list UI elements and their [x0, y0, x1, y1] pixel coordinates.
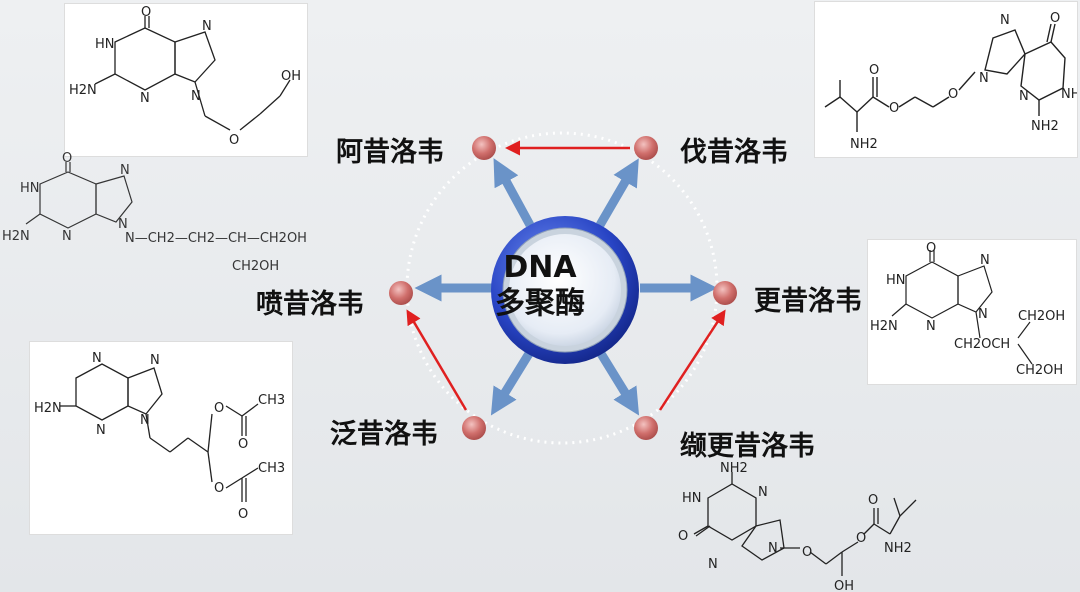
valgan-atom-HN: HN: [682, 491, 702, 506]
fam-atom-N9: N: [140, 413, 150, 428]
val-atom-O-carbonyl: O: [1050, 11, 1060, 26]
gan-atom-N7: N: [980, 253, 990, 268]
gan-atom-CH2OH-top: CH2OH: [1018, 309, 1065, 324]
val-atom-NH2-amine: NH2: [850, 137, 878, 152]
blue-arrow-acyclovir: [493, 158, 534, 228]
famciclovir-structure: N N H2N N N O CH3 O O CH3 O: [34, 351, 285, 522]
fam-atom-CH3-upper: CH3: [258, 393, 285, 408]
blue-arrow-famciclovir: [490, 349, 534, 416]
hub-inner-disc: [509, 234, 621, 346]
pen-atom-N7: N: [120, 163, 130, 178]
acy-atom-H2N: H2N: [69, 83, 97, 98]
label-famciclovir: 泛昔洛韦: [330, 419, 438, 450]
valgan-atom-N3: N: [758, 485, 768, 500]
penciclovir-structure: O HN N N N H2N N—CH2—CH2—CH—CH2OH CH2OH: [2, 151, 307, 274]
gan-atom-O: O: [926, 241, 936, 256]
valacyclovir-structure: O N N NH N NH2 O O O NH2: [824, 11, 1077, 152]
valacyclovir-structure-card: O N N NH N NH2 O O O NH2: [815, 2, 1077, 157]
label-valganciclovir: 缬更昔洛韦: [680, 431, 815, 462]
valgan-atom-OH: OH: [834, 579, 854, 592]
blue-arrow-valacyclovir: [596, 158, 639, 228]
famciclovir-structure-card: N N H2N N N O CH3 O O CH3 O: [30, 342, 292, 534]
gan-atom-CH2OCH: CH2OCH: [954, 337, 1010, 352]
fam-atom-N7: N: [150, 353, 160, 368]
fam-atom-H2N: H2N: [34, 401, 62, 416]
node-valganciclovir: [634, 416, 658, 440]
hub-label-dna: DNA: [503, 250, 577, 285]
valgan-atom-N9: N: [768, 541, 778, 556]
val-atom-O-ester: O: [889, 101, 899, 116]
acy-atom-N7: N: [202, 19, 212, 34]
acy-atom-N9: N: [191, 89, 201, 104]
valganciclovir-structure-card: NH2 HN N O N N O O O NH2 OH: [668, 456, 918, 592]
pen-atom-chain: N—CH2—CH2—CH—CH2OH: [125, 231, 307, 246]
val-atom-NH2-ring: NH2: [1031, 119, 1059, 134]
node-ganciclovir: [713, 281, 737, 305]
gan-atom-N3: N: [926, 319, 936, 334]
label-valacyclovir: 伐昔洛韦: [680, 137, 788, 168]
pen-atom-N9: N: [118, 217, 128, 232]
val-atom-N3: N: [1019, 89, 1029, 104]
hub-label: DNA 多聚酶: [470, 250, 610, 322]
val-atom-N9: N: [979, 71, 989, 86]
pen-atom-CH2OH: CH2OH: [232, 259, 279, 274]
fam-atom-O-upper: O: [214, 401, 224, 416]
red-arrow-valganciclovir-to-ganciclovir: [658, 309, 726, 411]
val-atom-O-keto: O: [869, 63, 879, 78]
val-atom-NH: NH: [1061, 87, 1077, 102]
acyclovir-structure: O N HN N N H2N OH O: [69, 5, 301, 148]
fam-atom-O-lower: O: [214, 481, 224, 496]
valgan-atom-O-ester: O: [856, 531, 866, 546]
acy-atom-O: O: [141, 5, 151, 20]
fam-atom-CH3-lower: CH3: [258, 461, 285, 476]
valgan-atom-O-ether: O: [802, 545, 812, 560]
valgan-atom-O-carbonyl: O: [868, 493, 878, 508]
acy-atom-N3: N: [140, 91, 150, 106]
node-penciclovir: [389, 281, 413, 305]
valganciclovir-structure: NH2 HN N O N N O O O NH2 OH: [678, 461, 917, 592]
node-valacyclovir: [634, 136, 658, 160]
acy-atom-OH: OH: [281, 69, 301, 84]
red-arrow-famciclovir-to-penciclovir: [406, 309, 468, 411]
pen-atom-HN: HN: [20, 181, 40, 196]
hub-label-polymerase: 多聚酶: [495, 286, 585, 321]
gan-atom-HN: HN: [886, 273, 906, 288]
acyclovir-structure-card: O N HN N N H2N OH O: [65, 4, 307, 156]
label-ganciclovir: 更昔洛韦: [754, 286, 862, 317]
pen-atom-N3: N: [62, 229, 72, 244]
ganciclovir-structure-card: O HN N N N H2N CH2OH CH2OCH CH2OH: [868, 240, 1076, 384]
pen-atom-O: O: [62, 151, 72, 166]
label-acyclovir: 阿昔洛韦: [336, 137, 444, 168]
acy-atom-O-ether: O: [229, 133, 239, 148]
acy-atom-HN: HN: [95, 37, 115, 52]
blue-arrow-valganciclovir: [596, 349, 640, 416]
valgan-atom-N7: N: [708, 557, 718, 572]
node-acyclovir: [472, 136, 496, 160]
valgan-atom-O-keto: O: [678, 529, 688, 544]
gan-atom-H2N: H2N: [870, 319, 898, 334]
pen-atom-H2N: H2N: [2, 229, 30, 244]
penciclovir-structure-card: O HN N N N H2N N—CH2—CH2—CH—CH2OH CH2OH: [0, 150, 335, 278]
fam-atom-O-lower-keto: O: [238, 507, 248, 522]
gan-atom-N9: N: [978, 307, 988, 322]
valgan-atom-NH2-ring: NH2: [720, 461, 748, 476]
fam-atom-N1: N: [92, 351, 102, 366]
val-atom-N7: N: [1000, 13, 1010, 28]
val-atom-O-ether: O: [948, 87, 958, 102]
label-penciclovir: 喷昔洛韦: [256, 289, 364, 320]
valgan-atom-NH2-amine: NH2: [884, 541, 912, 556]
fam-atom-N3: N: [96, 423, 106, 438]
ganciclovir-structure: O HN N N N H2N CH2OH CH2OCH CH2OH: [870, 241, 1065, 378]
fam-atom-O-upper-keto: O: [238, 437, 248, 452]
gan-atom-CH2OH-bottom: CH2OH: [1016, 363, 1063, 378]
node-famciclovir: [462, 416, 486, 440]
